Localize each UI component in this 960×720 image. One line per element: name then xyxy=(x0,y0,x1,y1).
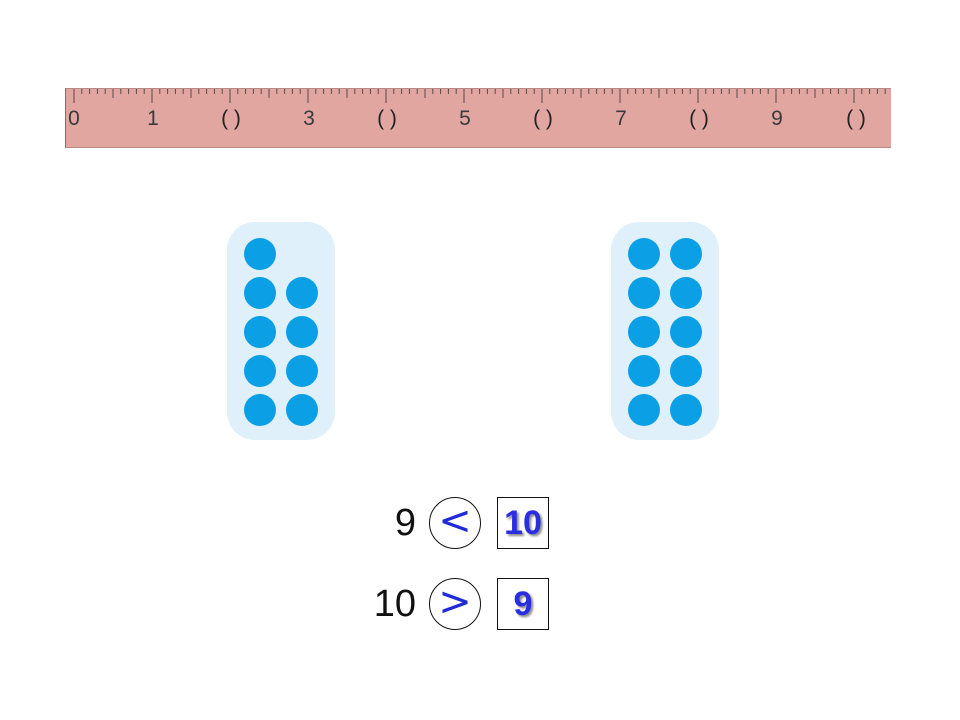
dot-card-left xyxy=(227,222,335,440)
ruler-label-5: 5 xyxy=(459,107,471,130)
ruler-blank-4: ( ) xyxy=(377,107,397,130)
compare-circle-1[interactable]: < xyxy=(429,497,481,549)
ruler-label-9: 9 xyxy=(771,107,783,130)
answer-value-1: 10 xyxy=(504,504,542,542)
counting-dot xyxy=(286,316,318,348)
counting-dot xyxy=(244,316,276,348)
counting-dot xyxy=(244,355,276,387)
less-than-symbol: < xyxy=(438,498,472,544)
answer-box-1[interactable]: 10 xyxy=(497,497,549,549)
ruler-label-3: 3 xyxy=(303,107,315,130)
counting-dot xyxy=(628,238,660,270)
ruler-blank-2: ( ) xyxy=(221,107,241,130)
ruler-label-0: 0 xyxy=(68,107,80,130)
answer-value-2: 9 xyxy=(513,585,533,623)
answer-box-2[interactable]: 9 xyxy=(497,578,549,630)
counting-dot xyxy=(244,238,276,270)
counting-dot xyxy=(628,394,660,426)
counting-dot xyxy=(244,394,276,426)
counting-dot xyxy=(286,394,318,426)
ruler-blank-10: ( ) xyxy=(846,107,866,130)
counting-dot xyxy=(628,355,660,387)
ruler-blank-6: ( ) xyxy=(533,107,553,130)
dot-card-right xyxy=(611,222,719,440)
counting-dot xyxy=(670,394,702,426)
counting-dot xyxy=(670,355,702,387)
counting-dot xyxy=(628,277,660,309)
counting-dot xyxy=(670,277,702,309)
compare-left-number-2: 10 xyxy=(373,583,416,625)
greater-than-symbol: > xyxy=(438,579,472,625)
compare-left-number-1: 9 xyxy=(394,502,416,544)
ruler-blank-8: ( ) xyxy=(689,107,709,130)
ruler-ticks xyxy=(73,89,886,103)
counting-dot xyxy=(286,277,318,309)
counting-dot xyxy=(670,316,702,348)
counting-dot xyxy=(244,277,276,309)
counting-dot xyxy=(670,238,702,270)
counting-dot xyxy=(628,316,660,348)
counting-dot xyxy=(286,355,318,387)
ruler-label-1: 1 xyxy=(147,107,159,130)
compare-circle-2[interactable]: > xyxy=(429,578,481,630)
ruler: 0 1 ( ) 3 ( ) 5 ( ) 7 ( ) 9 ( ) xyxy=(65,88,891,148)
ruler-label-7: 7 xyxy=(615,107,627,130)
